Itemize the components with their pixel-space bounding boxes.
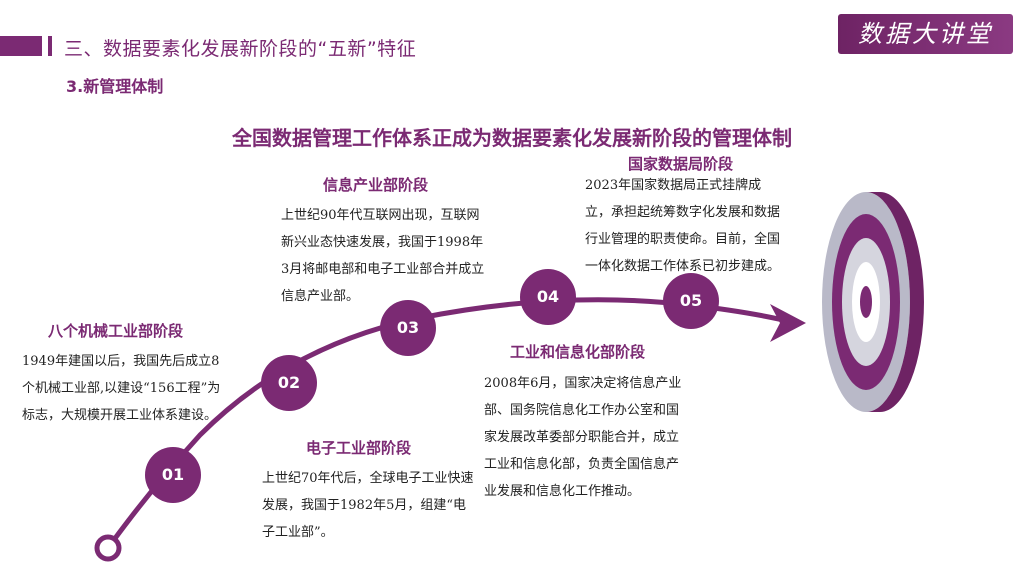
stage-desc-05: 2023年国家数据局正式挂牌成立，承担起统筹数字化发展和数据行业管理的职责使命。…: [585, 178, 781, 274]
stage-title-02: 电子工业部阶段: [306, 439, 412, 457]
header-accent-bar: [0, 36, 42, 56]
timeline-start-ring: [94, 534, 122, 562]
stage-title-01: 八个机械工业部阶段: [48, 322, 184, 340]
stage-node-02: 02: [261, 355, 317, 411]
stage-node-05: 05: [663, 273, 719, 329]
target-icon: [822, 192, 924, 412]
stage-title-05: 国家数据局阶段: [628, 155, 734, 173]
stage-title-04: 工业和信息化部阶段: [510, 343, 646, 361]
section-title: 三、数据要素化发展新阶段的“五新”特征: [64, 38, 417, 60]
stage-desc-01: 1949年建国以后，我国先后成立8个机械工业部,以建设“156工程”为标志，大规…: [22, 354, 221, 423]
main-title: 全国数据管理工作体系正成为数据要素化发展新阶段的管理体制: [232, 126, 792, 150]
stage-title-03: 信息产业部阶段: [323, 176, 429, 194]
timeline-arrowhead: [770, 304, 806, 342]
header-accent-stripe: [48, 36, 52, 56]
logo-text: 数据大讲堂: [858, 20, 993, 48]
stage-node-04: 04: [520, 269, 576, 325]
stage-node-03: 03: [380, 300, 436, 356]
stage-desc-03: 上世纪90年代互联网出现，互联网新兴业态快速发展，我国于1998年3月将邮电部和…: [281, 208, 485, 304]
sub-title: 3.新管理体制: [66, 77, 164, 96]
stage-node-01: 01: [145, 447, 201, 503]
stage-desc-04: 2008年6月，国家决定将信息产业部、国务院信息化工作办公室和国家发展改革委部分…: [484, 376, 682, 499]
stage-desc-02: 上世纪70年代后，全球电子工业快速发展，我国于1982年5月，组建“电子工业部”…: [262, 471, 474, 540]
brand-logo: 数据大讲堂: [838, 14, 1013, 54]
